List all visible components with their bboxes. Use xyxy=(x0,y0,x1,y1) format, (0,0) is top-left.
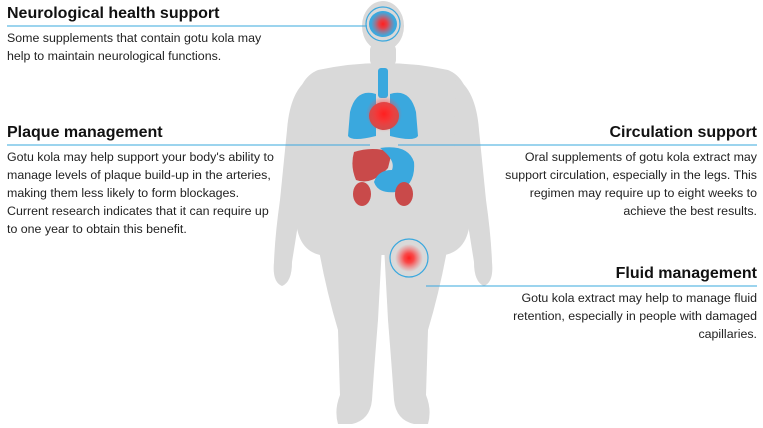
stomach-shape xyxy=(374,147,415,193)
plaque-callout: Plaque management Gotu kola may help sup… xyxy=(7,123,279,238)
left-kidney-shape xyxy=(353,182,371,206)
hotspots xyxy=(365,6,429,278)
neuro-text: Some supplements that contain gotu kola … xyxy=(7,31,262,63)
circulation-callout: Circulation support Oral supplements of … xyxy=(495,123,757,220)
fluid-title: Fluid management xyxy=(615,265,757,282)
thigh-hotspot-ring xyxy=(389,238,429,278)
head-hotspot xyxy=(371,12,395,36)
circulation-title: Circulation support xyxy=(609,124,757,141)
trachea-shape xyxy=(378,68,388,98)
chest-hotspot xyxy=(366,96,402,132)
left-leg-shape xyxy=(318,245,382,424)
neuro-callout: Neurological health support Some supplem… xyxy=(7,4,272,65)
plaque-title: Plaque management xyxy=(7,124,163,141)
right-arm-shape xyxy=(454,78,493,286)
leader-lines xyxy=(7,25,757,287)
body-silhouette xyxy=(273,1,493,424)
fluid-callout: Fluid management Gotu kola extract may h… xyxy=(492,264,757,343)
head-hotspot-ring xyxy=(365,6,401,42)
fluid-text: Gotu kola extract may help to manage flu… xyxy=(513,291,757,341)
right-kidney-shape xyxy=(395,182,413,206)
right-leg-shape xyxy=(384,245,448,424)
left-arm-shape xyxy=(273,78,312,286)
neuro-title: Neurological health support xyxy=(7,5,220,22)
thigh-hotspot xyxy=(395,244,423,272)
neck-shape xyxy=(370,44,396,66)
circulation-text: Oral supplements of gotu kola extract ma… xyxy=(505,150,757,218)
plaque-text: Gotu kola may help support your body's a… xyxy=(7,150,274,236)
